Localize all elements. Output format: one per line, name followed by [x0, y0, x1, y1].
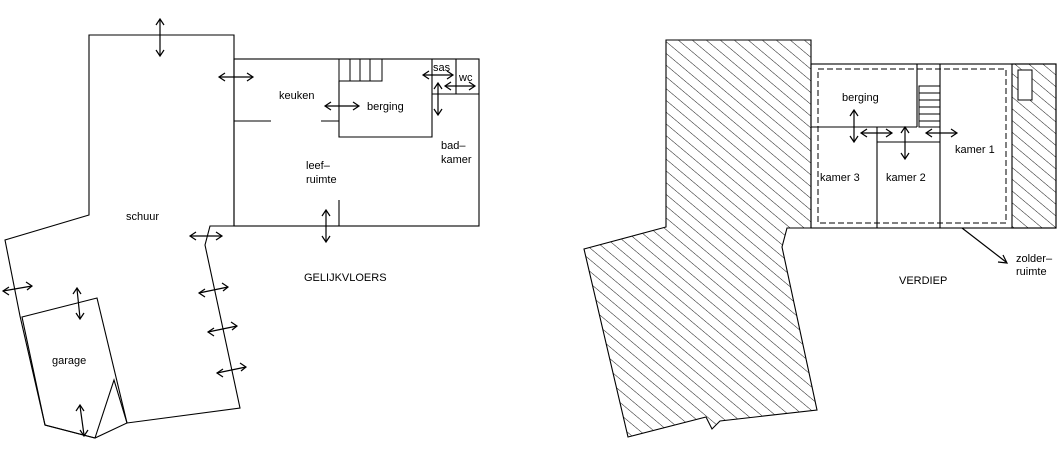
garage-outline [21, 297, 128, 439]
door-arrows-ground [1, 17, 477, 438]
label-kamer3: kamer 3 [820, 172, 860, 184]
door-arrows-upper [849, 108, 1009, 264]
label-berging-upper: berging [842, 92, 879, 104]
label-wc: wc [458, 72, 473, 84]
upper-outline [810, 63, 1057, 229]
ground-floor-plan: schuur garage keuken berging leef– ruimt… [1, 17, 480, 439]
ground-floor-title: GELIJKVLOERS [304, 272, 387, 284]
label-badkamer-2: kamer [441, 154, 472, 166]
label-leefruimte-2: ruimte [306, 174, 337, 186]
label-zolder-1: zolder– [1016, 253, 1053, 265]
label-sas: sas [433, 62, 451, 74]
label-kamer2: kamer 2 [886, 172, 926, 184]
label-keuken: keuken [279, 90, 314, 102]
hatched-area-left [583, 39, 818, 438]
label-berging-ground: berging [367, 101, 404, 113]
berging-walls [338, 59, 433, 138]
upper-floor-plan: berging kamer 1 kamer 2 kamer 3 zolder– … [583, 39, 1057, 438]
label-garage: garage [52, 355, 86, 367]
label-schuur: schuur [126, 211, 159, 223]
label-kamer1: kamer 1 [955, 144, 995, 156]
schuur-outline [4, 34, 241, 439]
upper-wc-cell [1017, 69, 1033, 101]
label-zolder-2: ruimte [1016, 266, 1047, 278]
zolder-dashed-line [817, 68, 1007, 224]
label-badkamer-1: bad– [441, 140, 466, 152]
label-leefruimte-1: leef– [306, 160, 331, 172]
upper-floor-title: VERDIEP [899, 275, 947, 287]
